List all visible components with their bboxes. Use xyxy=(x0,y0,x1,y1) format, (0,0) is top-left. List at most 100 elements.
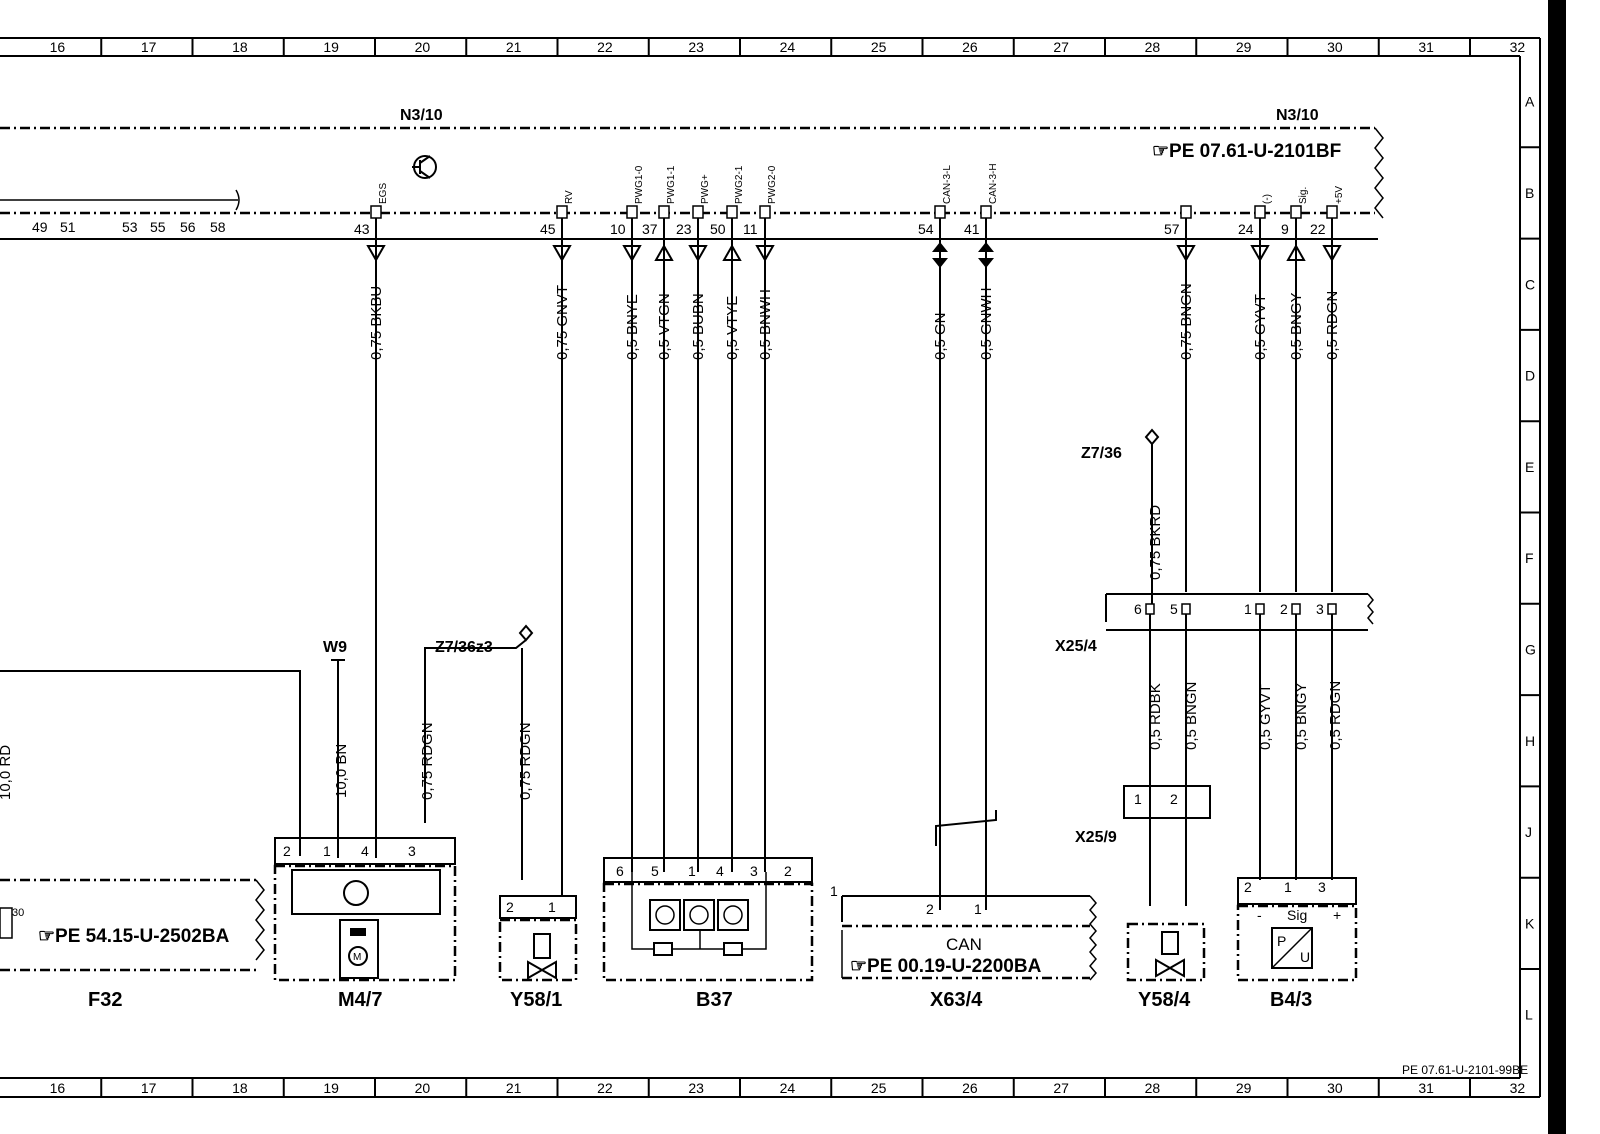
y58-1-label: Y58/1 xyxy=(510,989,562,1011)
ruler-col-29: 29 xyxy=(1236,39,1252,55)
doc-number: PE 07.61-U-2101-99BE xyxy=(1402,1063,1528,1077)
left-pin: 58 xyxy=(210,219,226,235)
pin-signal: CAN-3-H xyxy=(988,163,999,204)
ruler-row-B: B xyxy=(1525,185,1534,201)
f32-ref: ☞PE 54.15-U-2502BA xyxy=(38,926,230,947)
wire-label: 0,5 GYVT xyxy=(1252,294,1269,360)
ruler-row-D: D xyxy=(1525,368,1535,384)
svg-text:1: 1 xyxy=(323,843,331,859)
svg-text:Sig: Sig xyxy=(1287,907,1307,923)
pin-signal: PWG2-0 xyxy=(767,165,778,204)
wire-z736: 0,75 BKRD xyxy=(1147,505,1164,580)
component-x63-4: 1 2 1 CAN ☞PE 00.19-U-2200BA X63/4 xyxy=(830,810,1097,1011)
ruler-col-32: 32 xyxy=(1510,1080,1526,1096)
ruler-col-26: 26 xyxy=(962,39,978,55)
svg-text:3: 3 xyxy=(750,863,758,879)
ruler-col-18: 18 xyxy=(232,39,248,55)
ruler-col-24: 24 xyxy=(780,39,796,55)
wire-label: 0,5 GN xyxy=(932,312,949,360)
left-pin: 56 xyxy=(180,219,196,235)
wire-z3-a: 0,75 RDGN xyxy=(419,722,436,800)
svg-text:6: 6 xyxy=(616,863,624,879)
pin-signal: RV xyxy=(564,190,575,204)
wire-label: 0,5 BUBN xyxy=(690,293,707,360)
wire-label: 0,75 BKBU xyxy=(368,286,385,360)
ruler-col-20: 20 xyxy=(415,39,431,55)
pin-43: 43 xyxy=(354,221,370,237)
svg-text:30: 30 xyxy=(12,907,24,919)
ruler-row-H: H xyxy=(1525,733,1535,749)
svg-text:2: 2 xyxy=(283,843,291,859)
pin-signal: Sig. xyxy=(1298,187,1309,204)
ruler-col-18: 18 xyxy=(232,1080,248,1096)
svg-text:1: 1 xyxy=(1284,879,1292,895)
wire-f32-feed: 10,0 RD xyxy=(0,745,14,800)
pin-signal: PWG2-1 xyxy=(734,165,745,204)
ruler-col-32: 32 xyxy=(1510,39,1526,55)
pin-45: 45 xyxy=(540,221,556,237)
svg-text:1: 1 xyxy=(974,901,982,917)
svg-text:CAN: CAN xyxy=(946,935,982,954)
ruler-col-17: 17 xyxy=(141,39,157,55)
wire-z3-b: 0,75 RDGN xyxy=(517,722,534,800)
pin-22: 22 xyxy=(1310,221,1326,237)
ruler-col-23: 23 xyxy=(688,39,704,55)
ruler-row-G: G xyxy=(1525,641,1536,657)
ruler-col-22: 22 xyxy=(597,1080,613,1096)
ruler-col-26: 26 xyxy=(962,1080,978,1096)
wire-w9: 10,0 BN xyxy=(333,744,350,798)
ruler-col-24: 24 xyxy=(780,1080,796,1096)
svg-text:2: 2 xyxy=(784,863,792,879)
ruler-row-K: K xyxy=(1525,915,1535,931)
svg-text:2: 2 xyxy=(1244,879,1252,895)
x25-4-pin-5: 5 xyxy=(1170,601,1178,617)
left-pin: 53 xyxy=(122,219,138,235)
ruler-col-16: 16 xyxy=(50,1080,66,1096)
m4-7-label: M4/7 xyxy=(338,989,382,1011)
pin-signal: PWG+ xyxy=(700,174,711,204)
pin-10: 10 xyxy=(610,221,626,237)
svg-text:1: 1 xyxy=(548,899,556,915)
pin-signal: +5V xyxy=(1334,186,1345,204)
wire-label: 0,75 BNGN xyxy=(1178,283,1195,360)
pin-37: 37 xyxy=(642,221,658,237)
ruler-row-J: J xyxy=(1525,824,1532,840)
pin-41: 41 xyxy=(964,221,980,237)
wire-x25-1: 0,5 GYVT xyxy=(1257,684,1274,750)
ruler-col-17: 17 xyxy=(141,1080,157,1096)
pin-57: 57 xyxy=(1164,221,1180,237)
ruler-row-A: A xyxy=(1525,94,1535,110)
ruler-col-27: 27 xyxy=(1053,1080,1069,1096)
component-b4-3: P U 2 1 3 - Sig + B4/3 xyxy=(1236,877,1358,1011)
y58-4-label: Y58/4 xyxy=(1138,989,1191,1011)
svg-text:2: 2 xyxy=(506,899,514,915)
svg-text:+: + xyxy=(1333,907,1341,923)
component-b37: 6 5 1 4 3 2 B37 xyxy=(602,857,814,1011)
pin-24: 24 xyxy=(1238,221,1254,237)
svg-text:1: 1 xyxy=(1134,791,1142,807)
ruler-col-19: 19 xyxy=(323,39,339,55)
pin-signal: CAN-3-L xyxy=(942,165,953,204)
pin-signal: (-) xyxy=(1262,194,1273,204)
node-z7-36: Z7/36 xyxy=(1081,445,1122,462)
svg-text:3: 3 xyxy=(408,843,416,859)
module-label-left: N3/10 xyxy=(400,107,443,124)
sheet-edge xyxy=(1548,0,1566,1134)
pin-54: 54 xyxy=(918,221,934,237)
x25-4-label: X25/4 xyxy=(1055,638,1097,655)
left-pin: 55 xyxy=(150,219,166,235)
svg-text:M: M xyxy=(353,952,361,963)
x25-4-pin-6: 6 xyxy=(1134,601,1142,617)
transistor-icon xyxy=(412,155,437,179)
svg-text:4: 4 xyxy=(361,843,369,859)
svg-text:2: 2 xyxy=(1170,791,1178,807)
svg-text:2: 2 xyxy=(926,901,934,917)
wire-label: 0,5 VTGN xyxy=(656,293,673,360)
ruler-col-29: 29 xyxy=(1236,1080,1252,1096)
pin-signal: PWG1-0 xyxy=(634,165,645,204)
